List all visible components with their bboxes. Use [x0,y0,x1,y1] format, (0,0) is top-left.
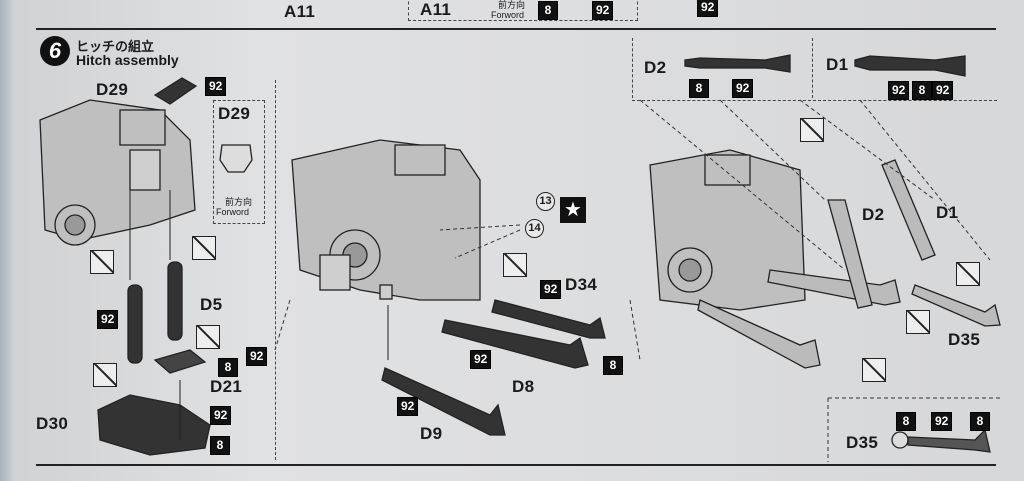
top-callout-box [408,0,638,21]
no-paint-icon [192,236,216,260]
left-panel-separator [275,80,276,460]
top-d1-badge-3: 92 [932,81,954,100]
top-arrow-en: Forword [491,10,525,20]
badge-left-1: 92 [205,77,227,96]
badge-left-4: 92 [246,347,268,366]
top-divider [36,28,996,30]
badge-mid-2: 8 [603,356,623,375]
no-paint-icon [90,250,114,274]
d35-detail-badge-3: 8 [970,412,990,431]
decal-ref-14: 14 [525,219,544,238]
label-d30: D30 [36,414,69,433]
right-panel-separator [632,38,633,98]
right-lower-link-1 [697,299,821,369]
d34-arm [491,299,606,339]
right-top-dash [632,100,997,101]
no-paint-icon [862,358,886,382]
badge-mid-4: 92 [397,397,419,416]
left-block [119,109,166,146]
no-paint-icon [800,118,824,142]
no-paint-icon [906,310,930,334]
top-paint-badge-1: 8 [538,1,558,20]
middle-top-block [394,144,446,176]
label-d35-detail: D35 [846,433,879,452]
label-d21: D21 [210,377,243,396]
d5-damper-1 [127,284,143,364]
label-d5: D5 [200,295,223,314]
d30-base [97,394,211,456]
right-d1-rod [881,159,936,261]
top-paint-badge-3: 92 [697,0,719,17]
step-title-jp: ヒッチの組立 [76,39,155,54]
star-icon: ★ [560,197,586,223]
badge-mid-3: 92 [470,350,492,369]
top-d2-badge-2: 92 [732,79,754,98]
label-d34: D34 [565,275,598,294]
d35-detail-rod [907,428,991,453]
inset-label-d29: D29 [218,104,251,123]
top-part-label-a11: A11 [284,2,316,21]
top-d1-rod [854,55,966,77]
no-paint-icon [503,253,527,277]
d9-arm [381,367,506,436]
d21-part [153,349,207,374]
badge-left-2: 92 [97,310,119,329]
inset-arrow-jp: 前方向 [225,197,253,207]
d29-part [153,77,198,105]
d35-detail-eye [891,431,909,449]
page-edge [0,0,14,481]
label-d29: D29 [96,80,129,99]
step-number: 6 [40,36,70,66]
label-d1-right: D1 [936,203,959,222]
right-d2-rod [827,199,873,309]
top-label-d2: D2 [644,58,667,77]
no-paint-icon [956,262,980,286]
d35-detail-badge-2: 92 [931,412,953,431]
decal-ref-13: 13 [536,192,555,211]
top-d1-badge-2: 8 [912,81,932,100]
top-d1-badge-1: 92 [888,81,910,100]
top-d2-rod [684,54,791,73]
d8-arm [441,319,589,369]
label-d9: D9 [420,424,443,443]
inset-arrow-en: Forword [216,207,250,217]
badge-left-3: 8 [218,358,238,377]
top-callout-label-a11: A11 [420,0,452,19]
badge-mid-1: 92 [540,280,562,299]
no-paint-icon [196,325,220,349]
label-d35-right: D35 [948,330,981,349]
top-d2-badge-1: 8 [689,79,709,98]
step-title-en: Hitch assembly [76,52,179,68]
no-paint-icon [93,363,117,387]
top-paint-badge-2: 92 [592,1,614,20]
badge-left-5: 92 [210,406,232,425]
d29-inset-box [213,100,265,224]
label-d8: D8 [512,377,535,396]
d35-detail-badge-1: 8 [896,412,916,431]
inset-d29-shape [219,144,253,173]
top-label-d1: D1 [826,55,849,74]
bottom-divider [36,464,996,466]
label-d2-right: D2 [862,205,885,224]
d5-damper-2 [167,261,183,341]
top-arrow-jp: 前方向 [498,0,526,10]
right-d35-rod [911,284,1001,327]
right-panel-separator-2 [812,38,813,98]
badge-left-6: 8 [210,436,230,455]
